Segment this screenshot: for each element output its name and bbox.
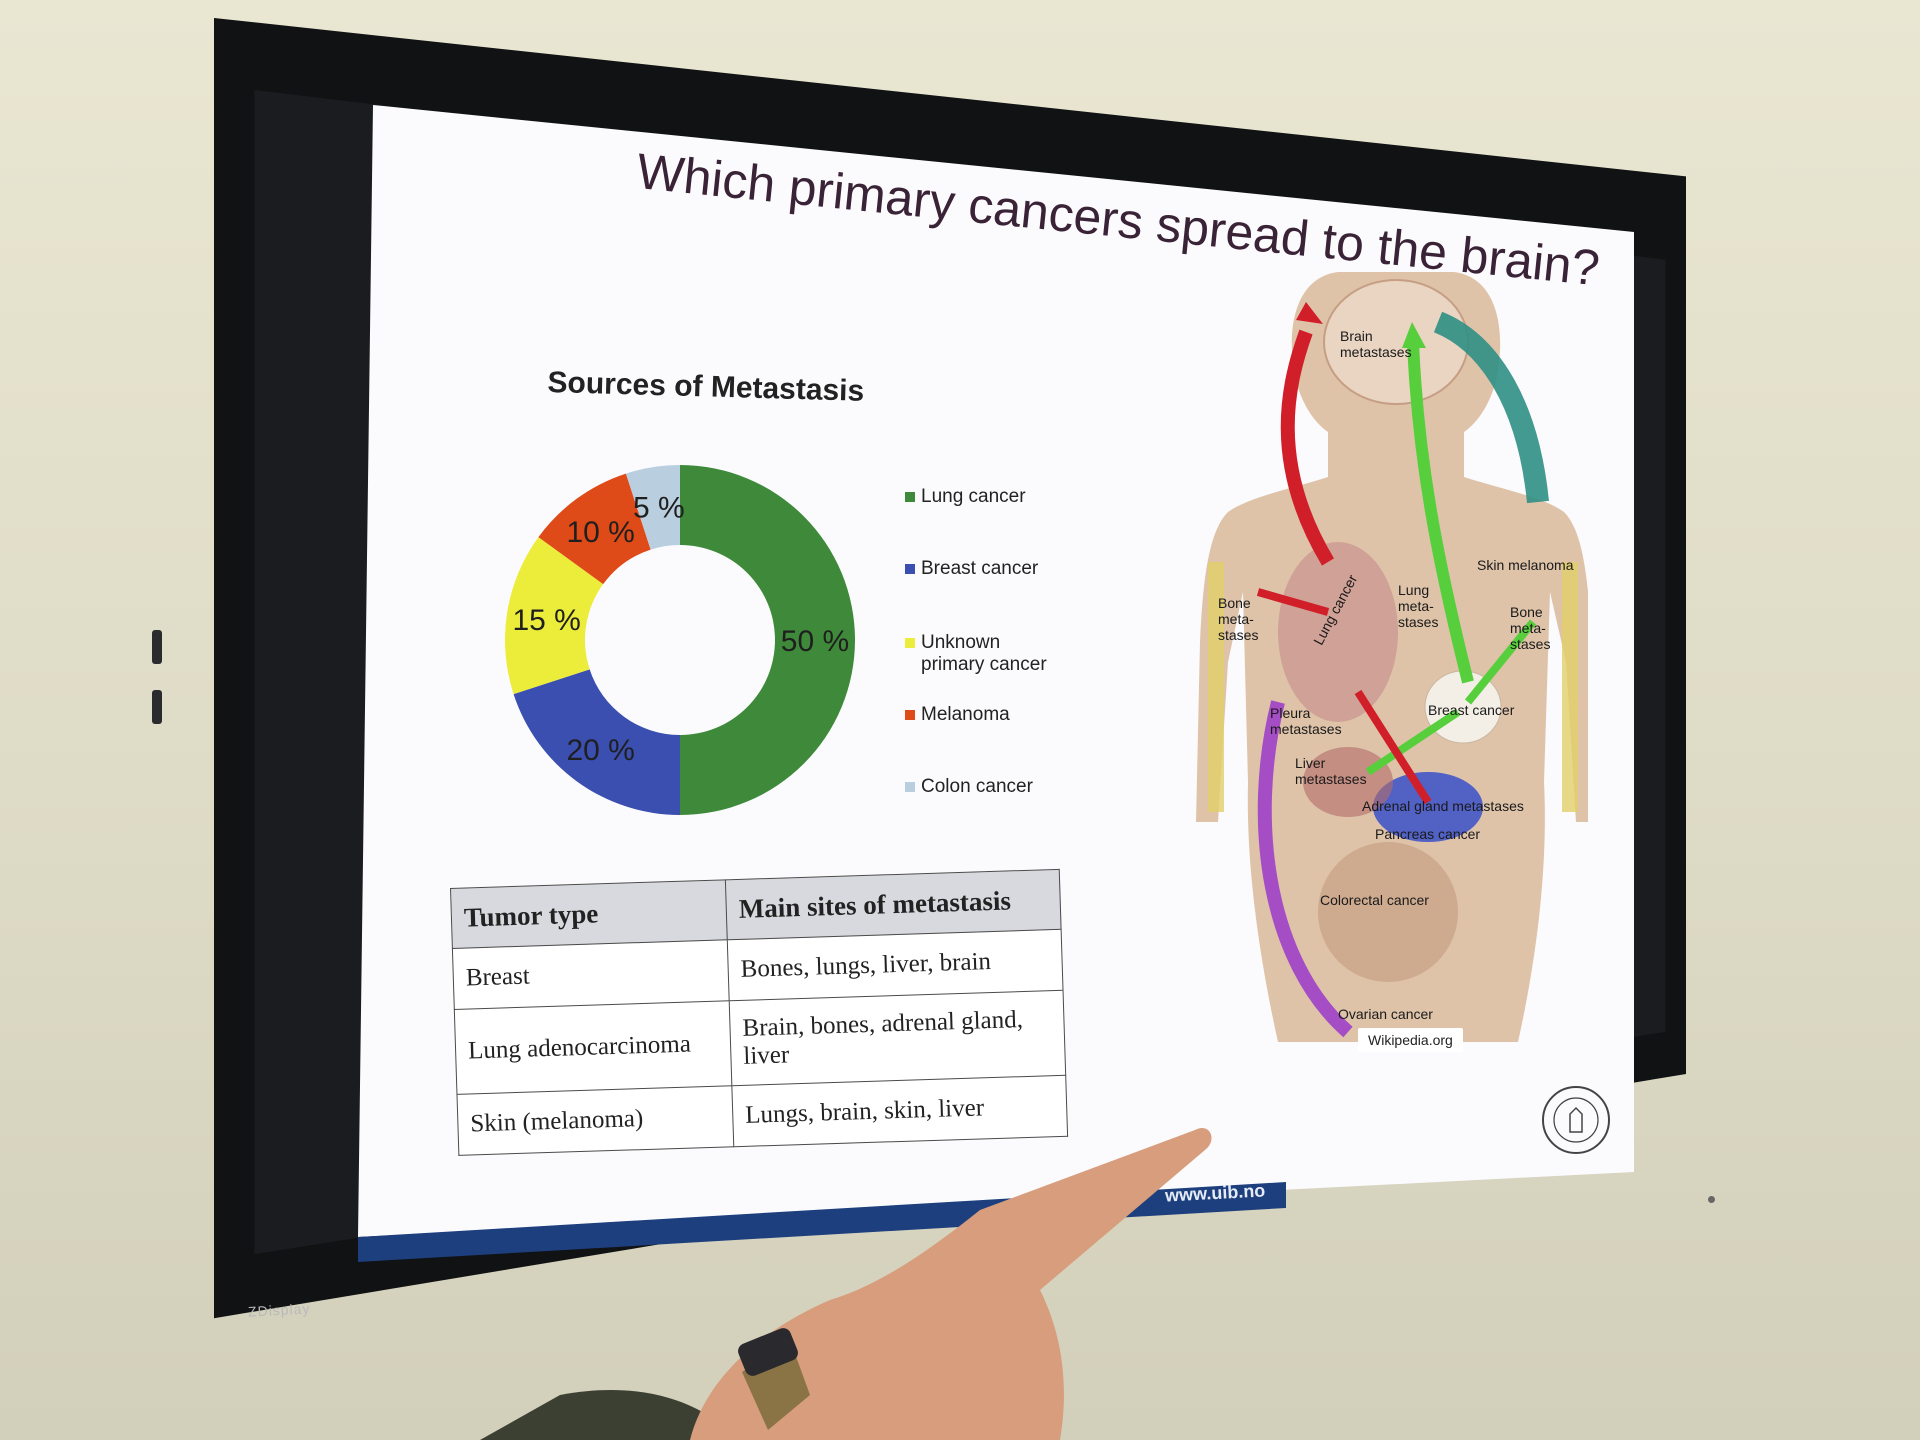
label-line: metastases (1295, 771, 1367, 787)
label-line: stases (1510, 636, 1551, 652)
donut-slice-breast-cancer (513, 669, 680, 815)
donut-slice-label: 50 % (781, 625, 849, 658)
donut-slice-label: 5 % (633, 492, 685, 525)
legend-label: Breast cancer (921, 558, 1039, 579)
monitor-side-button[interactable] (152, 630, 162, 664)
legend-swatch (905, 563, 915, 574)
donut-slice-colon-cancer (625, 465, 680, 550)
red-arrow-lung-brain (1280, 329, 1335, 566)
lungs-illustration (1278, 542, 1398, 722)
label-bone-metastases-left: Bone meta- stases (1218, 595, 1258, 643)
donut-slice-label: 15 % (512, 604, 580, 637)
purple-arrow-ovarian (1257, 700, 1353, 1038)
label-bone-metastases-right: Bone meta- stases (1510, 604, 1550, 652)
green-arrow-breast-liver (1365, 708, 1461, 776)
donut-slice-lung-cancer (680, 465, 855, 815)
label-line: stases (1398, 614, 1439, 630)
monitor-brand: ZDisplay (247, 1300, 311, 1320)
teal-arrow-skin-brain (1433, 311, 1549, 504)
table-cell: Bones, lungs, liver, brain (727, 929, 1064, 1001)
table-header-main-sites: Main sites of metastasis (725, 869, 1062, 940)
donut-slice-label: 10 % (566, 516, 634, 549)
green-arrow-breast-bone (1464, 619, 1537, 705)
monitor-side-button[interactable] (152, 690, 162, 724)
pancreas-illustration (1373, 772, 1483, 842)
label-breast-cancer: Breast cancer (1428, 702, 1515, 718)
anatomy-illustration (1196, 272, 1588, 1042)
label-line: Liver (1295, 755, 1326, 771)
legend-label: Colon cancer (921, 776, 1033, 797)
label-line: Lung (1398, 582, 1430, 598)
label-line: meta- (1510, 620, 1546, 636)
legend-item: Lung cancer (905, 486, 1026, 508)
legend-swatch (905, 709, 915, 720)
label-line: stases (1218, 627, 1259, 643)
red-arrowhead (1296, 302, 1323, 324)
sleeve (480, 1390, 740, 1440)
label-lung-metastases: Lung meta- stases (1398, 582, 1438, 630)
watch-icon (738, 1328, 798, 1376)
metastasis-table: Tumor type Main sites of metastasis Brea… (450, 868, 1069, 1156)
label-colorectal-cancer: Colorectal cancer (1320, 892, 1429, 908)
right-arm-bone (1562, 562, 1578, 812)
label-line: Bone (1510, 604, 1543, 620)
legend-swatch (905, 637, 915, 648)
label-line: metastases (1270, 721, 1342, 737)
table-cell: Lungs, brain, skin, liver (731, 1075, 1068, 1147)
colon-illustration (1318, 842, 1458, 982)
label-liver-metastases: Liver metastases (1295, 755, 1367, 787)
donut-chart: 50 % 20 % 15 % 10 %5 % (505, 465, 855, 815)
label-line: meta- (1218, 611, 1254, 627)
legend-label: Lung cancer (921, 486, 1026, 507)
left-arm-bone (1208, 562, 1224, 812)
label-pleura-metastases: Pleura metastases (1270, 705, 1342, 737)
legend-label: primary cancer (921, 654, 1047, 675)
green-arrow-breast-brain (1407, 341, 1474, 684)
table-header-tumor-type: Tumor type (450, 879, 728, 949)
legend-label: Unknown (921, 632, 1001, 653)
donut-slice-melanoma (538, 473, 651, 585)
label-line: Bone (1218, 595, 1251, 611)
donut-slice-label: 20 % (566, 734, 634, 767)
legend-item: Melanoma (905, 704, 1010, 726)
green-arrowhead (1402, 322, 1426, 348)
label-line: Pleura (1270, 705, 1311, 721)
power-led-icon (1708, 1196, 1715, 1203)
legend-item: Breast cancer (905, 558, 1038, 580)
legend-swatch (905, 491, 915, 502)
legend-swatch (905, 781, 915, 792)
image-credit: Wikipedia.org (1358, 1028, 1463, 1052)
label-skin-melanoma: Skin melanoma (1477, 557, 1574, 573)
legend-item: Colon cancer (905, 776, 1033, 798)
liver-illustration (1303, 747, 1393, 817)
label-line: metastases (1340, 344, 1412, 360)
table-cell: Lung adenocarcinoma (454, 1000, 732, 1095)
table-cell: Breast (452, 939, 730, 1010)
label-adrenal-gland-metastases: Adrenal gland metastases (1362, 798, 1524, 814)
label-brain-metastases: Brain metastases (1340, 328, 1412, 360)
university-seal-icon (1542, 1086, 1610, 1154)
label-line: meta- (1398, 598, 1434, 614)
legend-label: Melanoma (921, 704, 1010, 725)
table-cell: Brain, bones, adrenal gland, liver (729, 990, 1066, 1086)
watch-band (742, 1340, 810, 1430)
donut-slice-unknown-primary-cancer (505, 537, 604, 695)
label-pancreas-cancer: Pancreas cancer (1375, 826, 1481, 842)
red-arrow-lung-adrenal (1354, 689, 1432, 805)
red-arrow-lung-bone (1256, 588, 1330, 616)
table-cell: Skin (melanoma) (456, 1085, 734, 1156)
label-ovarian-cancer: Ovarian cancer (1338, 1006, 1433, 1022)
label-line: Brain (1340, 328, 1373, 344)
